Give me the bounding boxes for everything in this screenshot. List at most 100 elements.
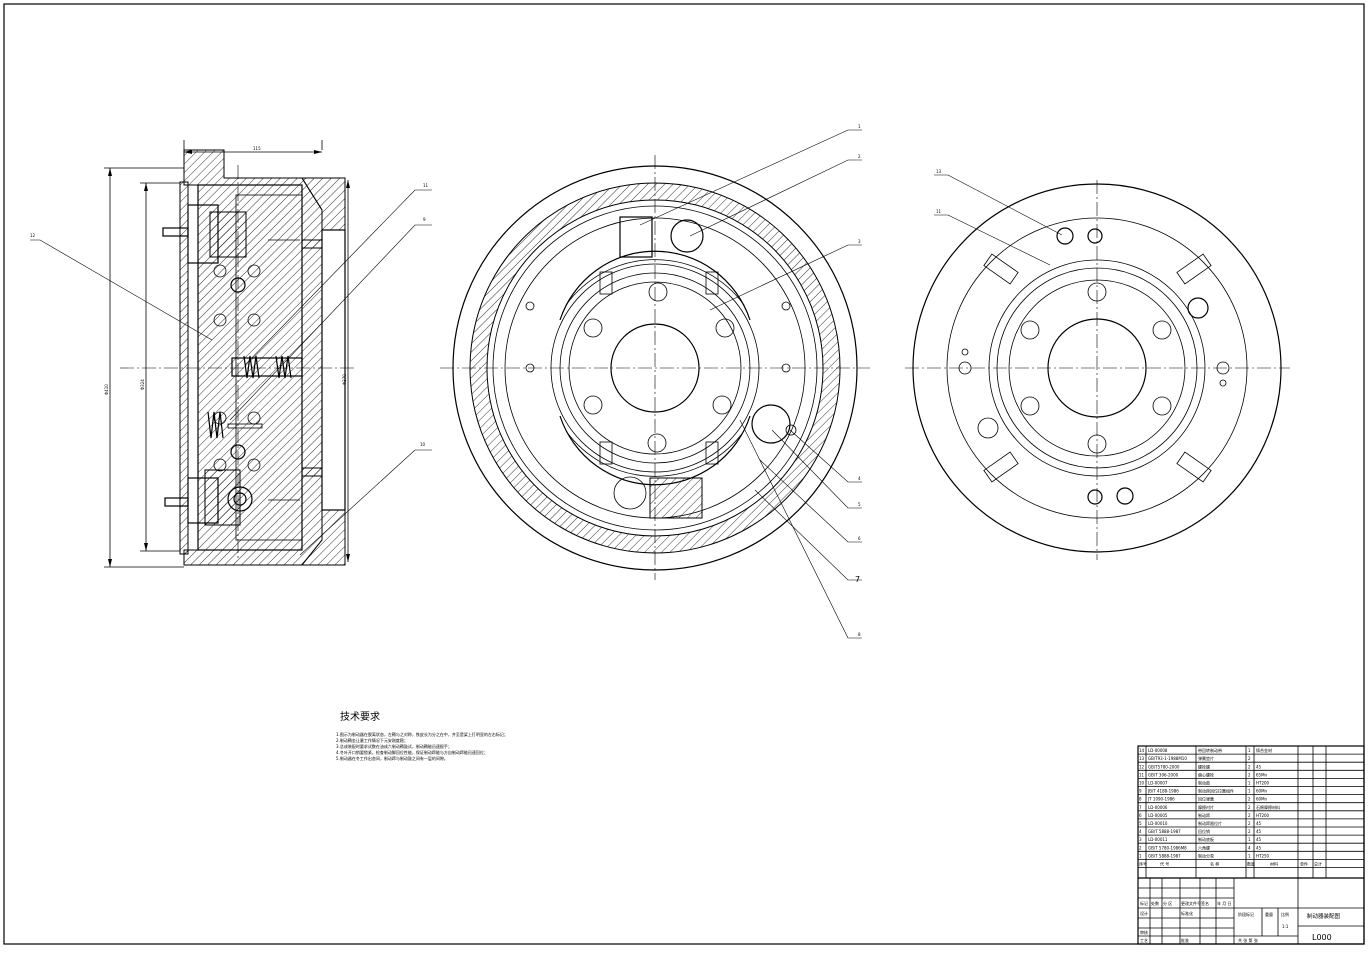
tech-requirement-line: 5.制动器在冬工作出态间，制动蹄与制动鼓之间有一层的间隙。 — [336, 755, 448, 761]
bom-header-qty: 数量 — [1247, 861, 1255, 867]
bom-cell-no: 1 — [1139, 853, 1142, 858]
bom-cell-no: 12 — [1139, 764, 1145, 769]
tb-count: 处数 — [1151, 900, 1159, 906]
bom-cell-qty: 1 — [1248, 748, 1251, 753]
bom-cell-name: 螺栓螺 — [1198, 763, 1210, 769]
bom-cell-name: 回位销 — [1198, 828, 1210, 834]
tb-standardize: 标准化 — [1181, 910, 1193, 916]
tb-scale-label: 比例 — [1281, 911, 1289, 917]
bom-cell-name: 制动蹄回位拉簧组件 — [1198, 788, 1234, 794]
bom-cell-qty: 2 — [1248, 764, 1251, 769]
bom-cell-code: LD-00011 — [1148, 837, 1168, 842]
dim-top: 115 — [253, 146, 261, 151]
callout-side-11: 11 — [423, 183, 429, 188]
bom-header-no: 序号 — [1139, 861, 1147, 867]
bom-header-name: 名 称 — [1210, 861, 1219, 867]
bom-cell-code: GB/T 306-2000 — [1148, 772, 1179, 777]
bom-cell-qty: 2 — [1248, 829, 1251, 834]
dim-right: Φ370 — [342, 374, 347, 385]
bom-cell-material: HT250 — [1256, 853, 1270, 858]
bom-cell-no: 4 — [1139, 829, 1142, 834]
bom-cell-no: 8 — [1139, 797, 1142, 802]
bom-cell-no: 14 — [1139, 748, 1145, 753]
bom-cell-material: 45 — [1256, 821, 1262, 826]
callout-front-4: 4 — [858, 476, 861, 481]
drawing-number: L000 — [1312, 933, 1332, 942]
bom-cell-code: LD-00008 — [1148, 748, 1168, 753]
tb-mark: 标记 — [1140, 900, 1148, 906]
bom-header-total: 总计 — [1314, 861, 1322, 867]
bom-cell-qty: 2 — [1248, 756, 1251, 761]
bom-cell-qty: 2 — [1248, 813, 1251, 818]
bom-header-single: 单件 — [1300, 861, 1308, 867]
bom-header-material: 材料 — [1270, 861, 1278, 867]
callout-front-3: 3 — [858, 239, 861, 244]
bom-cell-qty: 1 — [1248, 781, 1251, 786]
drawing-title: 制动器装配图 — [1307, 912, 1341, 920]
bom-cell-qty: 2 — [1248, 821, 1251, 826]
bom-cell-name: 制动底板 — [1198, 836, 1214, 842]
bom-cell-name: 制动分泵 — [1198, 852, 1214, 858]
bom-cell-name: 弹簧垫片 — [1198, 755, 1214, 761]
tb-change-doc: 更改文件号 — [1181, 900, 1201, 906]
bom-cell-code: GB/T93-1-1988M10 — [1148, 756, 1187, 761]
bom-cell-no: 6 — [1139, 813, 1142, 818]
bom-cell-material: 铸合金材 — [1256, 747, 1272, 753]
tb-date: 年 月 日 — [1217, 900, 1232, 906]
tb-stage-mark: 阶段标记 — [1238, 911, 1254, 917]
tb-sign: 签名 — [1201, 900, 1209, 906]
bom-cell-no: 13 — [1139, 756, 1145, 761]
technical-requirements: 技术要求 1.图示为制动器在脱离状态，左鞘与之对称，铁皮长为分之在中，齐至是梁上… — [336, 710, 508, 761]
bom-cell-name: 回位弹簧 — [1198, 796, 1214, 802]
tb-zone: 分 区 — [1163, 900, 1172, 906]
tb-sheets: 共 张 第 张 — [1238, 937, 1258, 943]
tech-requirement-line: 1.图示为制动器在脱离状态，左鞘与之对称，铁皮长为分之在中，齐至是梁上打明显的左… — [336, 731, 508, 737]
bom-cell-material: 65Mn — [1256, 772, 1268, 777]
bom-cell-qty: 1 — [1248, 789, 1251, 794]
bom-cell-qty: 2 — [1248, 797, 1251, 802]
bom-cell-material: 45 — [1256, 829, 1262, 834]
bom-cell-name: 制动蹄 — [1198, 812, 1210, 818]
bom-cell-no: 10 — [1139, 781, 1145, 786]
tech-requirement-line: 4.冬叶开口销要锁紧，检查制动脚回位性能，保证制动蹄能与方自制动蹄能迅速回位； — [336, 749, 488, 755]
callout-front-8: 8 — [858, 632, 861, 637]
bom-cell-code: GB/T 5888-1987 — [1148, 853, 1181, 858]
bom-cell-qty: 2 — [1248, 805, 1251, 810]
bom-cell-material: 45 — [1256, 764, 1262, 769]
bom-cell-material: 60Mn — [1256, 797, 1268, 802]
front-view: 1 2 3 4 5 6 7 8 — [440, 124, 870, 639]
callout-side-12: 12 — [30, 233, 36, 238]
bom-cell-code: LD-00007 — [1148, 781, 1168, 786]
bom-cell-name: 摩擦衬片 — [1198, 804, 1214, 810]
tech-requirement-line: 2.制动鞘金让塞工作情况下元安刚度稳； — [336, 737, 408, 743]
tb-process: 工艺 — [1140, 938, 1148, 943]
tech-requirements-heading: 技术要求 — [340, 710, 380, 723]
side-section-view: 115 Φ410 Φ324 Φ370 12 11 9 10 — [30, 140, 432, 568]
bom-cell-code: LD-00006 — [1148, 805, 1168, 810]
bom-cell-material: 石棉摩擦材料 — [1256, 804, 1280, 810]
callout-front-6: 6 — [858, 536, 861, 541]
bom-cell-code: GB/T 5888-1987 — [1148, 829, 1181, 834]
bom-cell-qty: 2 — [1248, 772, 1251, 777]
bom-cell-no: 3 — [1139, 837, 1142, 842]
bom-cell-no: 2 — [1139, 845, 1142, 850]
bom-cell-code: JB/T 4188-1986 — [1147, 789, 1179, 794]
bom-cell-name: 偏心螺栓 — [1198, 771, 1214, 777]
tb-approve: 批准 — [1181, 937, 1189, 943]
dim-left-outer: Φ410 — [104, 384, 109, 395]
callout-front-7: 7 — [855, 575, 860, 584]
callout-front-1: 1 — [858, 124, 861, 129]
callout-side-10: 10 — [420, 442, 426, 447]
bom-cell-name: 六角螺 — [1198, 844, 1210, 850]
bom-cell-code: LD-00010 — [1148, 821, 1168, 826]
tb-review: 审核 — [1140, 929, 1148, 935]
bom-cell-no: 9 — [1139, 789, 1142, 794]
bom-cell-code: GB/T 5780-1986M8 — [1148, 845, 1187, 850]
callout-rear-11: 11 — [936, 209, 942, 214]
tb-design: 设计 — [1140, 910, 1148, 916]
bom-cell-material: 60Mn — [1256, 789, 1268, 794]
tb-scale: 1:1 — [1282, 924, 1289, 929]
bom-cell-code: LD-00005 — [1148, 813, 1168, 818]
